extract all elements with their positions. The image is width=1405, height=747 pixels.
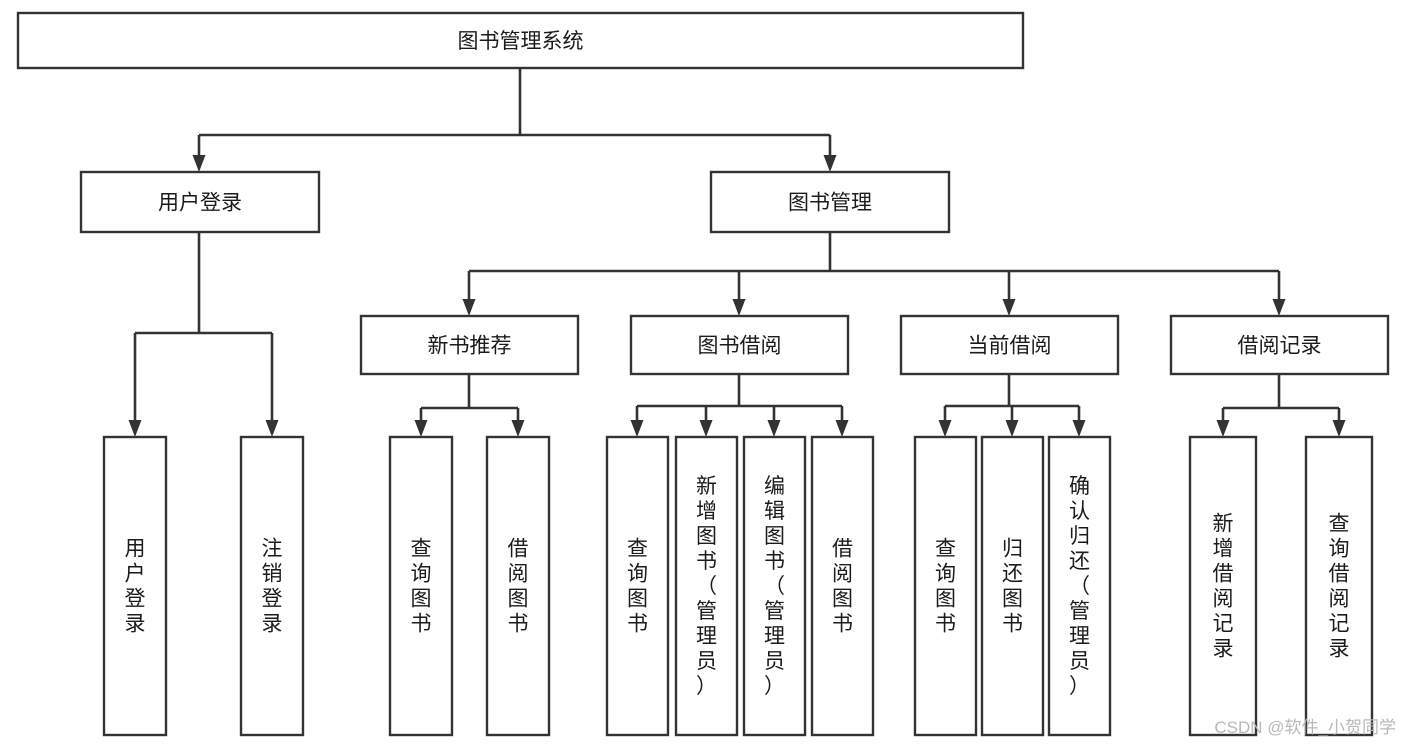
node-leaf-return-book-box[interactable] [980,435,1045,737]
node-user-login-box[interactable] [79,170,321,234]
borrow-record-drop-1-arrowhead [1332,420,1346,437]
node-book-manage-box[interactable] [709,170,951,234]
node-leaf-add-book-label: 新增图书（管理员） [696,475,717,698]
node-leaf-borrow-book-2[interactable]: 借阅图书 [810,435,875,737]
node-leaf-query-record-label: 查询借阅记录 [1329,513,1350,661]
book-manage-drop-3-arrowhead [1272,299,1286,316]
node-borrow-record-box[interactable] [1169,314,1390,376]
node-leaf-add-record-label: 新增借阅记录 [1213,513,1234,661]
current-borrow-drop-0-arrowhead [938,420,952,437]
node-borrow-record-label: 借阅记录 [1238,335,1322,358]
node-leaf-query-record[interactable]: 查询借阅记录 [1304,435,1374,737]
new-book-recommend-drop-1-arrowhead [511,420,525,437]
node-current-borrow[interactable]: 当前借阅 [899,314,1120,376]
node-leaf-query-book-2-box[interactable] [605,435,670,737]
node-root-system-box[interactable] [16,11,1025,70]
node-book-borrow[interactable]: 图书借阅 [629,314,850,376]
node-borrow-record[interactable]: 借阅记录 [1169,314,1390,376]
node-leaf-query-book-3-box[interactable] [913,435,978,737]
node-leaf-user-logout-box[interactable] [239,435,305,737]
node-leaf-query-book-3-label: 查询图书 [935,538,956,636]
book-borrow-drop-2-arrowhead [767,420,781,437]
node-leaf-edit-book[interactable]: 编辑图书（管理员） [742,435,807,737]
node-leaf-confirm-return-label: 确认归还（管理员） [1069,475,1090,698]
node-leaf-edit-book-box[interactable] [742,435,807,737]
node-leaf-user-logout[interactable]: 注销登录 [239,435,305,737]
node-book-borrow-box[interactable] [629,314,850,376]
node-book-manage[interactable]: 图书管理 [709,170,951,234]
node-root-system[interactable]: 图书管理系统 [16,11,1025,70]
user-login-drop-1-arrowhead [265,420,279,437]
book-manage-drop-1-arrowhead [732,299,746,316]
root-drop-1-arrowhead [823,155,837,172]
borrow-record-drop-0-arrowhead [1216,420,1230,437]
nodes-layer: 图书管理系统用户登录图书管理新书推荐图书借阅当前借阅借阅记录用户登录注销登录查询… [16,11,1390,737]
node-leaf-query-book-1-box[interactable] [388,435,454,737]
node-leaf-query-book-1[interactable]: 查询图书 [388,435,454,737]
node-leaf-user-login-label: 用户登录 [125,538,146,636]
node-new-book-recommend-box[interactable] [359,314,580,376]
node-new-book-recommend[interactable]: 新书推荐 [359,314,580,376]
node-leaf-borrow-book-1-box[interactable] [485,435,551,737]
node-leaf-borrow-book-1-label: 借阅图书 [508,538,529,636]
node-leaf-borrow-book-2-label: 借阅图书 [832,538,853,636]
book-borrow-drop-3-arrowhead [835,420,849,437]
node-leaf-query-book-1-label: 查询图书 [411,538,432,636]
node-leaf-borrow-book-2-box[interactable] [810,435,875,737]
node-new-book-recommend-label: 新书推荐 [428,335,512,358]
node-leaf-add-book-box[interactable] [674,435,739,737]
current-borrow-drop-2-arrowhead [1072,420,1086,437]
node-leaf-query-record-box[interactable] [1304,435,1374,737]
node-leaf-user-login[interactable]: 用户登录 [102,435,168,737]
node-leaf-query-book-2[interactable]: 查询图书 [605,435,670,737]
node-leaf-user-logout-label: 注销登录 [262,538,283,636]
node-current-borrow-box[interactable] [899,314,1120,376]
node-current-borrow-label: 当前借阅 [968,335,1052,358]
node-leaf-return-book-label: 归还图书 [1002,538,1023,636]
node-root-system-label: 图书管理系统 [458,30,584,53]
node-user-login[interactable]: 用户登录 [79,170,321,234]
book-manage-drop-0-arrowhead [462,299,476,316]
user-login-drop-0-arrowhead [128,420,142,437]
node-leaf-confirm-return-box[interactable] [1047,435,1112,737]
csdn-watermark: CSDN @软件_小贺同学 [1214,718,1396,737]
current-borrow-drop-1-arrowhead [1005,420,1019,437]
node-leaf-confirm-return[interactable]: 确认归还（管理员） [1047,435,1112,737]
node-leaf-query-book-2-label: 查询图书 [627,538,648,636]
book-manage-drop-2-arrowhead [1002,299,1016,316]
node-user-login-label: 用户登录 [158,192,242,215]
connectors-layer [128,68,1346,437]
node-leaf-edit-book-label: 编辑图书（管理员） [764,475,785,698]
node-leaf-borrow-book-1[interactable]: 借阅图书 [485,435,551,737]
node-leaf-return-book[interactable]: 归还图书 [980,435,1045,737]
new-book-recommend-drop-0-arrowhead [414,420,428,437]
node-book-borrow-label: 图书借阅 [698,335,782,358]
node-leaf-add-record[interactable]: 新增借阅记录 [1188,435,1258,737]
node-book-manage-label: 图书管理 [788,192,872,215]
book-borrow-drop-1-arrowhead [699,420,713,437]
node-leaf-query-book-3[interactable]: 查询图书 [913,435,978,737]
node-leaf-add-record-box[interactable] [1188,435,1258,737]
node-leaf-add-book[interactable]: 新增图书（管理员） [674,435,739,737]
root-drop-0-arrowhead [192,155,206,172]
node-leaf-user-login-box[interactable] [102,435,168,737]
book-borrow-drop-0-arrowhead [630,420,644,437]
